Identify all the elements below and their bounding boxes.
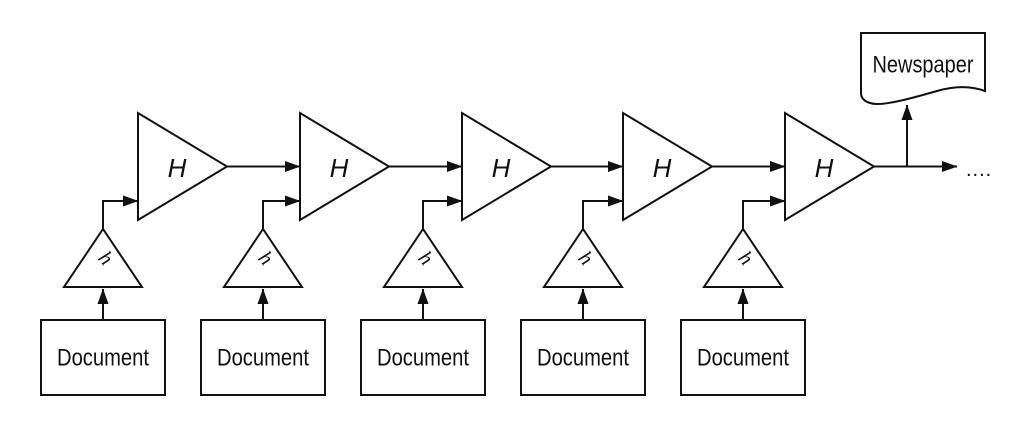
h-triangle: [702, 227, 784, 288]
pipeline-stage-3: H h Document: [360, 111, 553, 396]
h-triangle: [542, 227, 624, 288]
document-box: [520, 319, 646, 396]
document-label: Document: [697, 345, 789, 372]
newspaper-label: Newspaper: [873, 52, 974, 79]
document-label: Document: [537, 345, 629, 372]
h-to-H-elbow-arrow: [102, 195, 139, 229]
continuation-dots: ....: [966, 159, 992, 181]
h-triangle: [382, 227, 464, 288]
pipeline-stage-5: H h Document: [680, 111, 876, 396]
document-box: [360, 319, 486, 396]
document-label: Document: [57, 345, 149, 372]
H-triangle: [299, 111, 391, 222]
document-box: [200, 319, 326, 396]
H-triangle: [622, 111, 714, 222]
H-label: H: [330, 153, 349, 183]
h-to-H-elbow-arrow: [582, 195, 624, 229]
h-to-H-elbow-arrow: [262, 195, 301, 229]
pipeline-stage-4: H h Document: [520, 111, 714, 396]
newspaper-document-shape: [860, 32, 986, 106]
H-triangle: [137, 111, 229, 222]
document-box: [680, 319, 806, 396]
H-triangle: [461, 111, 553, 222]
H-triangle: [784, 111, 876, 222]
H-label: H: [492, 153, 511, 183]
h-triangle: [222, 227, 304, 288]
document-box: [40, 319, 166, 396]
H-label: H: [168, 153, 187, 183]
pipeline-stage-1: H h Document: [40, 111, 229, 396]
h-to-H-elbow-arrow: [422, 195, 463, 229]
document-label: Document: [377, 345, 469, 372]
document-label: Document: [217, 345, 309, 372]
H-label: H: [653, 153, 672, 183]
H-label: H: [815, 153, 834, 183]
h-to-H-elbow-arrow: [742, 195, 786, 229]
pipeline-output: Newspaper ....: [860, 32, 992, 181]
h-triangle: [62, 227, 144, 288]
pipeline-stage-2: H h Document: [200, 111, 391, 396]
